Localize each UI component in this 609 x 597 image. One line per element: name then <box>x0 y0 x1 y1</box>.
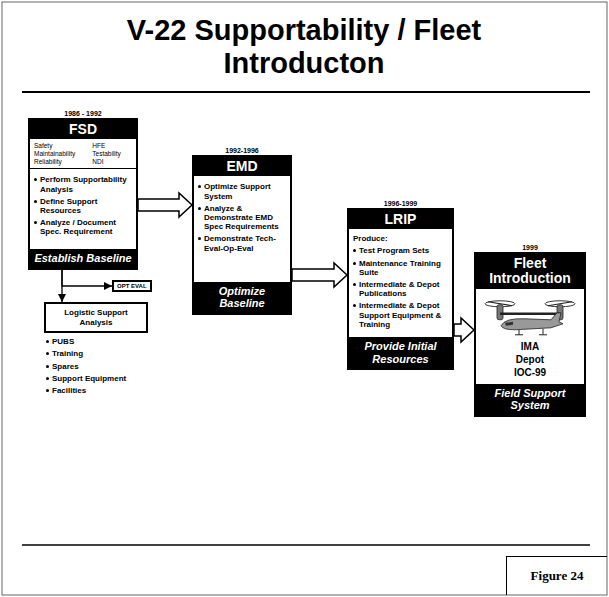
phase-box: 1992-1996EMDOptimize Support SystemAnaly… <box>192 155 292 315</box>
phase-arrow <box>292 263 347 287</box>
bullet-row: Intermediate & Depot Publications <box>353 280 448 298</box>
bullet-row: Maintenance Training Suite <box>353 259 448 277</box>
discipline-label: HFE <box>92 142 132 149</box>
bullet-row: PUBS <box>46 337 146 346</box>
bullet-dot <box>353 283 356 286</box>
phase-header: LRIP <box>349 210 452 229</box>
support-level: IOC-99 <box>480 366 580 379</box>
phase-header: FSD <box>30 120 136 139</box>
bullet-item: Intermediate & Depot Support Equipment &… <box>359 301 448 329</box>
bullet-dot <box>46 340 49 343</box>
bullet-item: Analyze & Demonstrate EMD Spec Requireme… <box>204 204 286 232</box>
bullet-row: Test Program Sets <box>353 246 448 255</box>
phase-footer: Optimize Baseline <box>194 282 290 313</box>
bullet-dot <box>46 377 49 380</box>
phase-date: 1996-1999 <box>349 200 452 207</box>
list-lead: Produce: <box>353 234 448 243</box>
phase-date: 1986 - 1992 <box>30 110 136 117</box>
phase-date: 1992-1996 <box>194 147 290 154</box>
bullet-row: Optimize Support System <box>198 182 286 200</box>
fleet-box: 1999Fleet IntroductionIMADepotIOC-99Fiel… <box>474 252 586 417</box>
title-rule <box>22 91 590 93</box>
bullet-row: Analyze / Document Spec. Requirement <box>34 218 132 236</box>
bullet-dot <box>34 221 37 224</box>
phase-box: 1996-1999LRIPProduce:Test Program SetsMa… <box>347 208 454 370</box>
figure-caption: Figure 24 <box>506 556 607 595</box>
bullet-row: Intermediate & Depot Support Equipment &… <box>353 301 448 329</box>
discipline-label: NDI <box>92 158 132 165</box>
box-label: OPT EVAL <box>114 282 150 290</box>
discipline-label: Testability <box>92 150 132 157</box>
bullet-list: PUBS TrainingSparesSupport EquipmentFacil… <box>46 334 146 398</box>
support-level: Depot <box>480 353 580 366</box>
bullet-item: Maintenance Training Suite <box>359 259 448 277</box>
bullet-item: Facilities <box>52 386 86 395</box>
box-body: Optimize Support SystemAnalyze & Demonst… <box>194 176 290 281</box>
phase-date: 1999 <box>476 244 584 251</box>
diagram-title: V-22 Supportability / Fleet Introducton <box>104 14 504 81</box>
bullet-row: Define Support Resources <box>34 197 132 215</box>
bullet-item: Test Program Sets <box>359 246 429 255</box>
bullet-row: Training <box>46 349 146 358</box>
bullet-item: Optimize Support System <box>204 182 286 200</box>
bullet-row: Spares <box>46 362 146 371</box>
bullet-item: PUBS <box>52 337 74 346</box>
flow-line <box>62 270 112 286</box>
phase-header: EMD <box>194 157 290 176</box>
bullet-row: Perform Supportability Analysis <box>34 175 132 193</box>
phase-arrow <box>454 318 474 342</box>
bullet-dot <box>353 262 356 265</box>
bullet-item: Analyze / Document Spec. Requirement <box>40 218 132 236</box>
support-level: IMA <box>480 340 580 353</box>
illustration-space <box>480 292 580 340</box>
bullet-dot <box>46 389 49 392</box>
bullet-row: Demonstrate Tech-Eval-Op-Eval <box>198 234 286 252</box>
bullet-item: Training <box>52 349 83 358</box>
bullet-row: Facilities <box>46 386 146 395</box>
bullet-dot <box>46 365 49 368</box>
bullet-dot <box>34 200 37 203</box>
bullet-item: Define Support Resources <box>40 197 132 215</box>
bottom-rule <box>22 544 590 546</box>
bullet-dot <box>46 352 49 355</box>
analysis-box: Logistic Support AnalysisPUBSTrainingSpa… <box>44 302 148 333</box>
discipline-label: Maintainability <box>34 150 86 157</box>
phase-arrow <box>138 193 192 217</box>
eval-box: OPT EVAL <box>112 280 152 292</box>
discipline-label: Reliability <box>34 158 86 165</box>
box-body: Perform Supportability AnalysisDefine Su… <box>30 169 136 249</box>
bullet-item: Perform Supportability Analysis <box>40 175 132 193</box>
bullet-dot <box>198 207 201 210</box>
bullet-row: Analyze & Demonstrate EMD Spec Requireme… <box>198 204 286 232</box>
bullet-item: Spares <box>52 362 79 371</box>
box-body: IMADepotIOC-99 <box>476 289 584 384</box>
bullet-row: Support Equipment <box>46 374 146 383</box>
bullet-item: Demonstrate Tech-Eval-Op-Eval <box>204 234 286 252</box>
phase-box: 1986 - 1992FSDSafetyHFEMaintainabilityTe… <box>28 118 138 270</box>
phase-header: Fleet Introduction <box>476 254 584 289</box>
discipline-label: Safety <box>34 142 86 149</box>
v22-aircraft-illustration <box>485 301 575 335</box>
bullet-item: Support Equipment <box>52 374 126 383</box>
bullet-dot <box>198 237 201 240</box>
bullet-item: Intermediate & Depot Publications <box>359 280 448 298</box>
bullet-dot <box>34 178 37 181</box>
bullet-dot <box>353 304 356 307</box>
phase-footer: Field Support System <box>476 384 584 415</box>
discipline-grid: Safety HFE Maintainability TestabilityRelia… <box>30 139 136 169</box>
box-body: Produce: Test Program SetsMaintenance Tra… <box>349 229 452 337</box>
phase-footer: Provide Initial Resources <box>349 337 452 368</box>
bullet-dot <box>198 185 201 188</box>
phase-footer: Establish Baseline <box>30 249 136 268</box>
bullet-dot <box>353 249 356 252</box>
box-heading: Logistic Support Analysis <box>46 304 146 331</box>
